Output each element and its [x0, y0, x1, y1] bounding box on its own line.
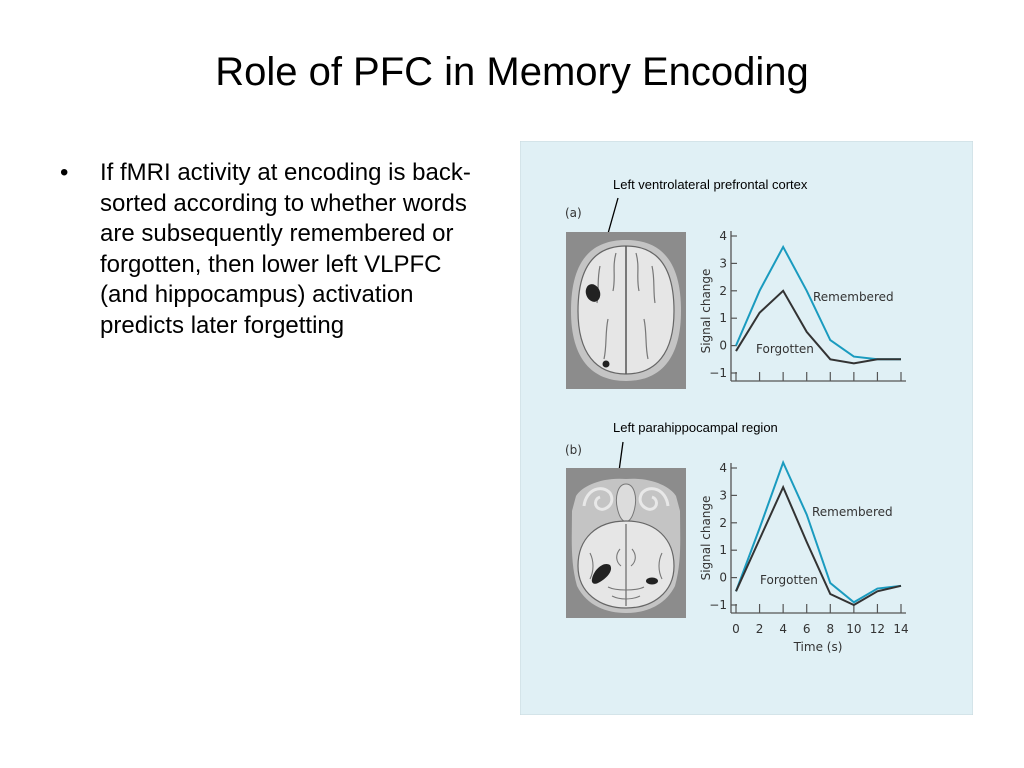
brain-image-axial-a — [566, 232, 686, 389]
chart-b-ytick-label: 1 — [719, 543, 727, 557]
chart-a-label-forgotten: Forgotten — [756, 342, 814, 356]
chart-b-xtick-label: 6 — [803, 622, 811, 636]
figure-svg: (a) Left ventrolateral prefrontal cortex… — [519, 140, 974, 716]
chart-a: −1 0 1 2 3 4 Signal change Remembered Forgott… — [699, 229, 906, 382]
chart-a-label-remembered: Remembered — [813, 290, 894, 304]
slide-title: Role of PFC in Memory Encoding — [215, 50, 809, 94]
bullet-item: • If fMRI activity at encoding is back-s… — [60, 158, 485, 341]
chart-b-line-remembered — [735, 459, 902, 604]
chart-a-line-forgotten — [735, 289, 901, 365]
chart-b-xtick-label: 0 — [732, 622, 740, 636]
chart-b-ytick-label: 4 — [719, 461, 727, 475]
chart-b-ytick-label: 2 — [719, 516, 727, 530]
figure-panel: (a) Left ventrolateral prefrontal cortex… — [519, 140, 974, 716]
chart-a-ylabel: Signal change — [699, 269, 713, 354]
chart-b-ytick-label: −1 — [709, 598, 727, 612]
chart-a-ytick-label: 4 — [719, 229, 727, 243]
bullet-list: • If fMRI activity at encoding is back-s… — [60, 158, 485, 341]
chart-a-ytick-label: 0 — [719, 339, 727, 353]
chart-b-ytick-label: 0 — [719, 571, 727, 585]
panel-b-label: (b) — [565, 443, 582, 457]
bullet-text: If fMRI activity at encoding is back-sor… — [100, 159, 471, 339]
callout-parahippocampal: Left parahippocampal region — [613, 420, 778, 435]
chart-b-xtick-label: 2 — [756, 622, 764, 636]
chart-b-ytick-label: 3 — [719, 488, 727, 502]
chart-b-ylabel: Signal change — [699, 496, 713, 581]
chart-a-ytick-label: 1 — [719, 311, 727, 325]
chart-a-ytick-label: 3 — [719, 256, 727, 270]
chart-b-xtick-label: 8 — [826, 622, 834, 636]
chart-b-label-forgotten: Forgotten — [760, 573, 818, 587]
chart-b-xlabel: Time (s) — [793, 640, 843, 654]
chart-a-ytick-label: 2 — [719, 284, 727, 298]
chart-b-xtick-label: 10 — [846, 622, 861, 636]
chart-b-xtick-label: 4 — [779, 622, 787, 636]
bullet-dot-icon: • — [60, 159, 69, 186]
chart-b-xtick-label: 14 — [893, 622, 908, 636]
callout-vlpfc: Left ventrolateral prefrontal cortex — [613, 177, 808, 192]
chart-b-label-remembered: Remembered — [812, 505, 893, 519]
brain-image-axial-b — [566, 468, 686, 618]
panel-a-label: (a) — [565, 206, 582, 220]
chart-b-line-forgotten — [735, 484, 902, 607]
chart-b-xtick-label: 12 — [870, 622, 885, 636]
chart-a-line-remembered — [735, 244, 901, 361]
chart-a-ytick-label: −1 — [709, 366, 727, 380]
